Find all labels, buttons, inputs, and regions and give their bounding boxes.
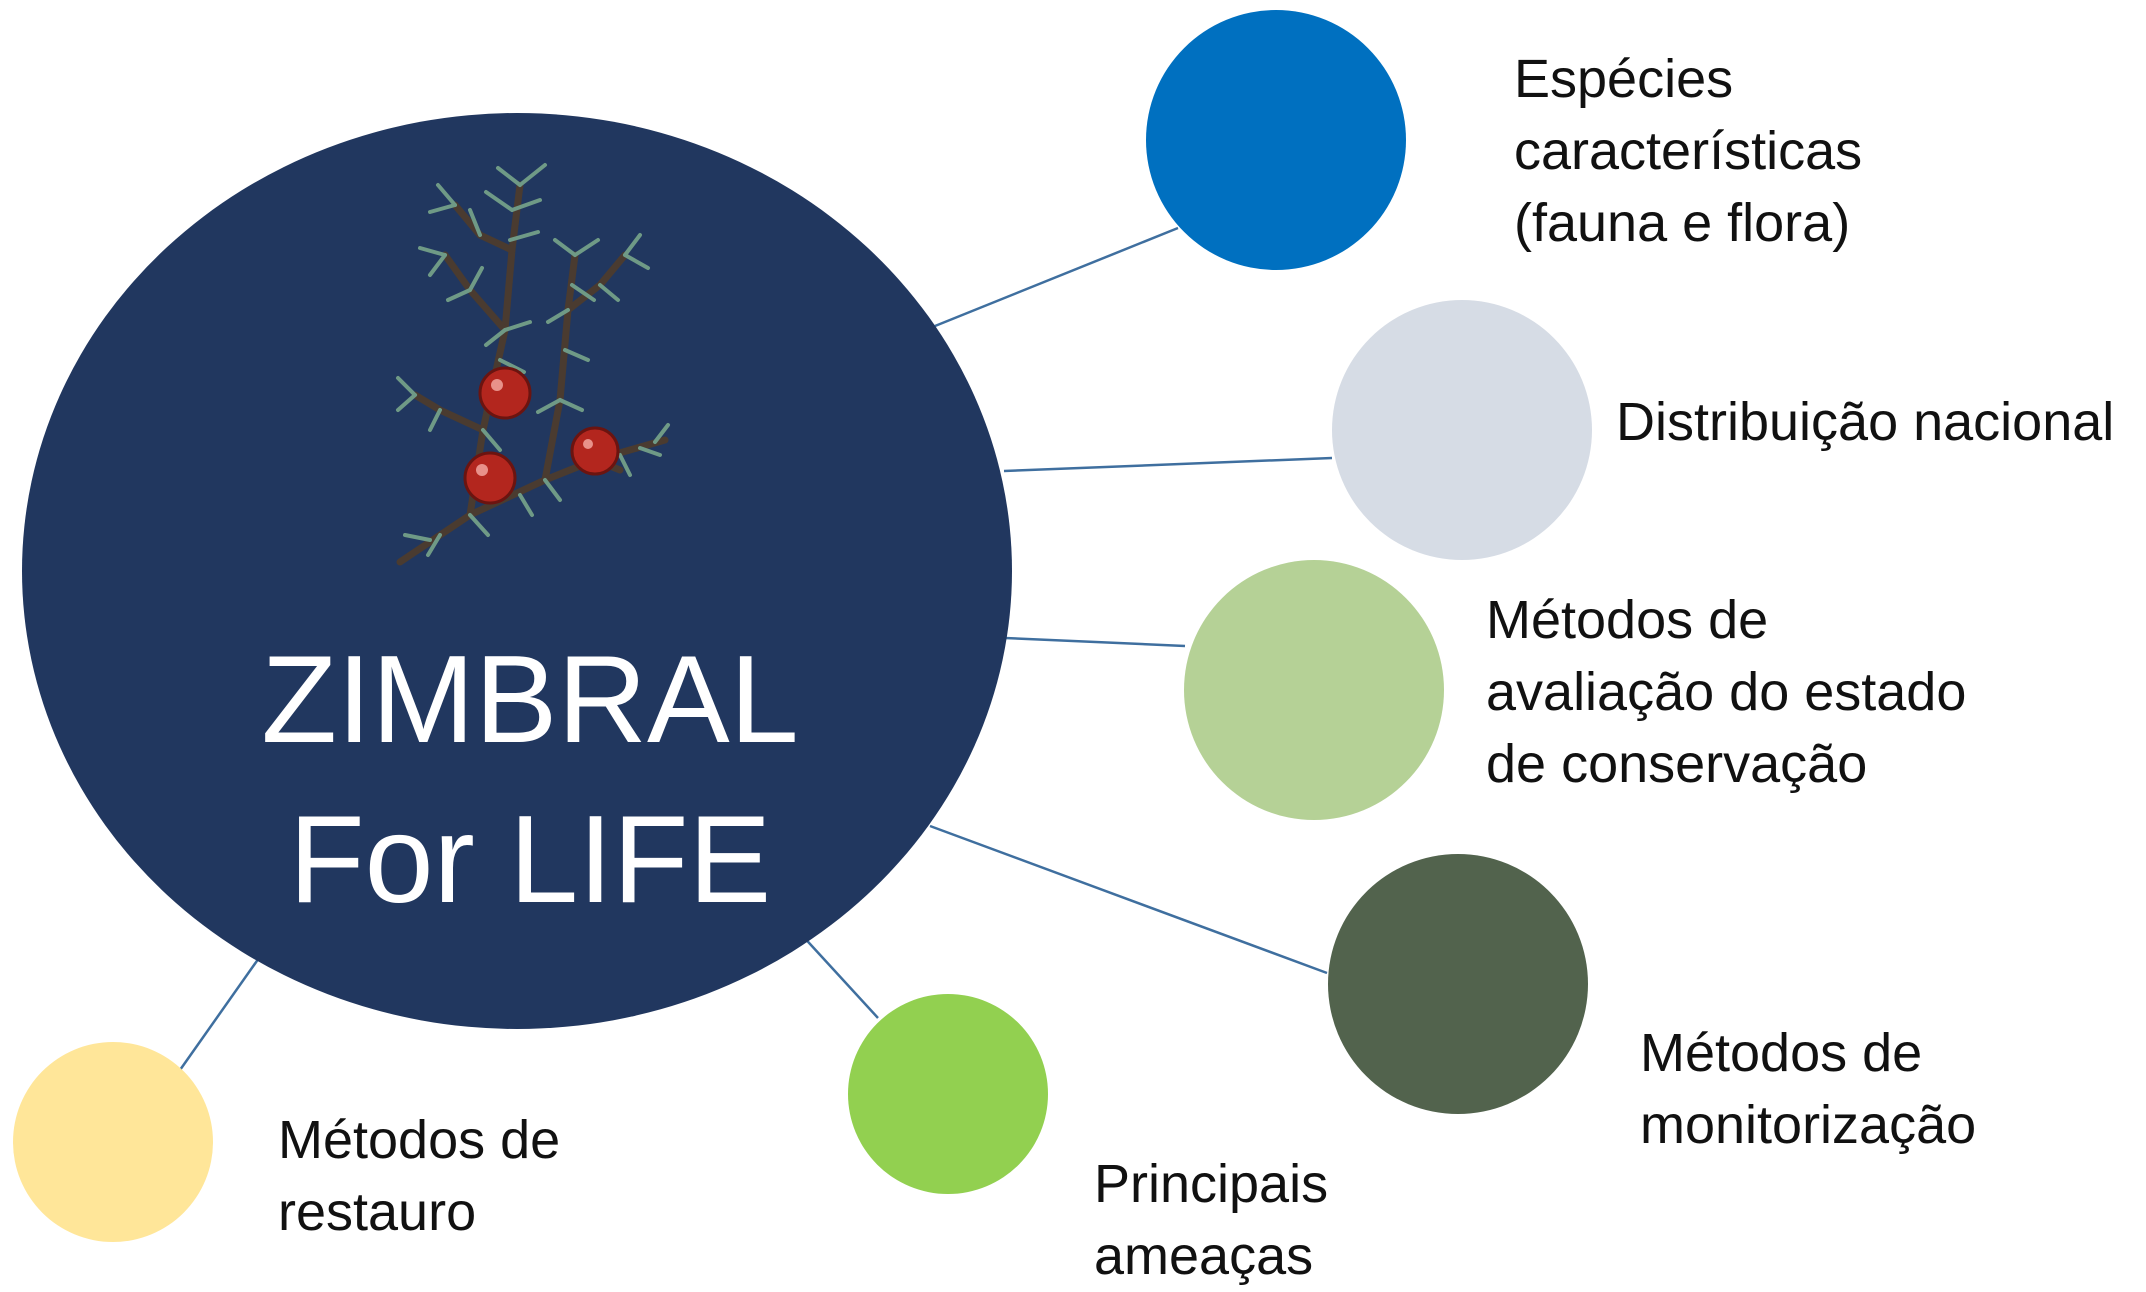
connector-distribuicao: [1003, 456, 1333, 473]
topic-label-line: características: [1514, 121, 1863, 181]
topic-label-line: Métodos de: [1640, 1023, 1923, 1083]
topic-label-line: Métodos de: [278, 1110, 561, 1170]
topic-label-especies: Espécies características (fauna e flora): [1514, 43, 1862, 259]
topic-label-line: (fauna e flora): [1514, 193, 1851, 253]
connector-restauro: [178, 947, 268, 1071]
topic-label-line: restauro: [278, 1182, 477, 1242]
hub-circle: [22, 113, 1012, 1029]
topic-label-distribuicao: Distribuição nacional: [1616, 386, 2114, 458]
hub-title-line2: For LIFE: [288, 791, 772, 929]
connector-monitorizacao: [929, 824, 1328, 975]
topic-circle-avaliacao: [1184, 560, 1444, 820]
topic-circle-monitorizacao: [1328, 854, 1588, 1114]
topic-circle-especies: [1146, 10, 1406, 270]
topic-label-line: monitorização: [1640, 1095, 1977, 1155]
topic-label-ameacas: Principais ameaças: [1094, 1148, 1328, 1292]
topic-label-monitorizacao: Métodos de monitorização: [1640, 1017, 1976, 1161]
topic-label-line: Métodos de: [1486, 590, 1769, 650]
topic-label-line: de conservação: [1486, 734, 1868, 794]
juniper-branch-illustration: [396, 163, 670, 566]
topic-circle-ameacas: [848, 994, 1048, 1194]
berries: [463, 366, 620, 505]
topic-label-line: Distribuição nacional: [1616, 392, 2115, 452]
connector-especies: [934, 226, 1179, 328]
topic-label-restauro: Métodos de restauro: [278, 1104, 560, 1248]
topic-label-line: avaliação do estado: [1486, 662, 1967, 722]
topic-label-line: Espécies: [1514, 49, 1734, 109]
topic-label-line: ameaças: [1094, 1226, 1314, 1286]
topic-label-line: Principais: [1094, 1154, 1329, 1214]
topic-circle-restauro: [13, 1042, 213, 1242]
connector-avaliacao: [1004, 636, 1186, 648]
topic-label-avaliacao: Métodos de avaliação do estado de conser…: [1486, 584, 1966, 800]
topic-circle-distribuicao: [1332, 300, 1592, 560]
hub-title-line1: ZIMBRAL: [261, 631, 799, 769]
